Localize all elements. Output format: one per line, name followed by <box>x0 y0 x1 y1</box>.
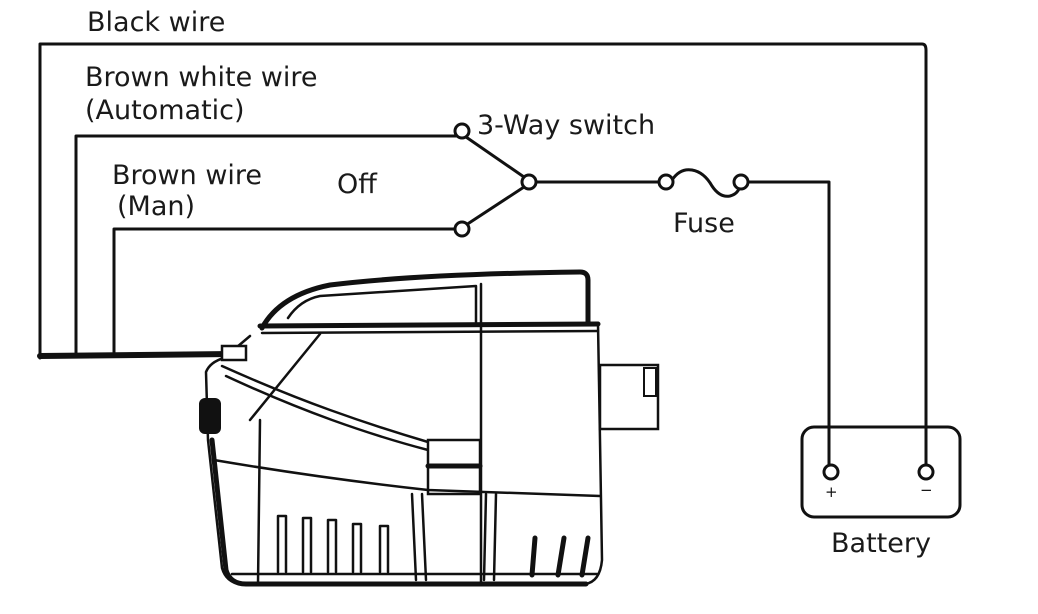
switch-terminal-automatic <box>453 122 471 140</box>
label-automatic: (Automatic) <box>85 95 245 126</box>
battery-positive-terminal <box>822 463 840 481</box>
fuse-to-battery-wire <box>746 180 831 470</box>
battery-body <box>800 425 962 519</box>
fuse-terminal-right <box>732 173 750 191</box>
label-brown-white-wire: Brown white wire <box>85 62 318 93</box>
switch-terminal-man <box>453 220 471 238</box>
fuse-terminal-left <box>657 173 675 191</box>
switch-terminal-common <box>520 173 538 191</box>
label-man: (Man) <box>117 191 195 222</box>
black-wire <box>38 42 928 470</box>
fuse-symbol <box>670 168 742 198</box>
wire-bundle <box>37 351 235 359</box>
label-fuse: Fuse <box>673 208 735 239</box>
brown-white-wire <box>74 134 458 357</box>
label-black-wire: Black wire <box>87 7 225 38</box>
label-battery-negative: − <box>920 481 933 499</box>
switch-arm-automatic <box>464 135 526 179</box>
label-battery-positive: + <box>825 483 838 501</box>
battery-negative-terminal <box>917 463 935 481</box>
label-switch: 3-Way switch <box>477 110 655 141</box>
label-battery: Battery <box>831 528 931 559</box>
bilge-pump-drawing <box>199 269 660 587</box>
switch-arm-man <box>464 185 526 227</box>
brown-wire <box>112 227 458 354</box>
label-brown-wire: Brown wire <box>112 160 262 191</box>
label-off: Off <box>337 169 378 200</box>
